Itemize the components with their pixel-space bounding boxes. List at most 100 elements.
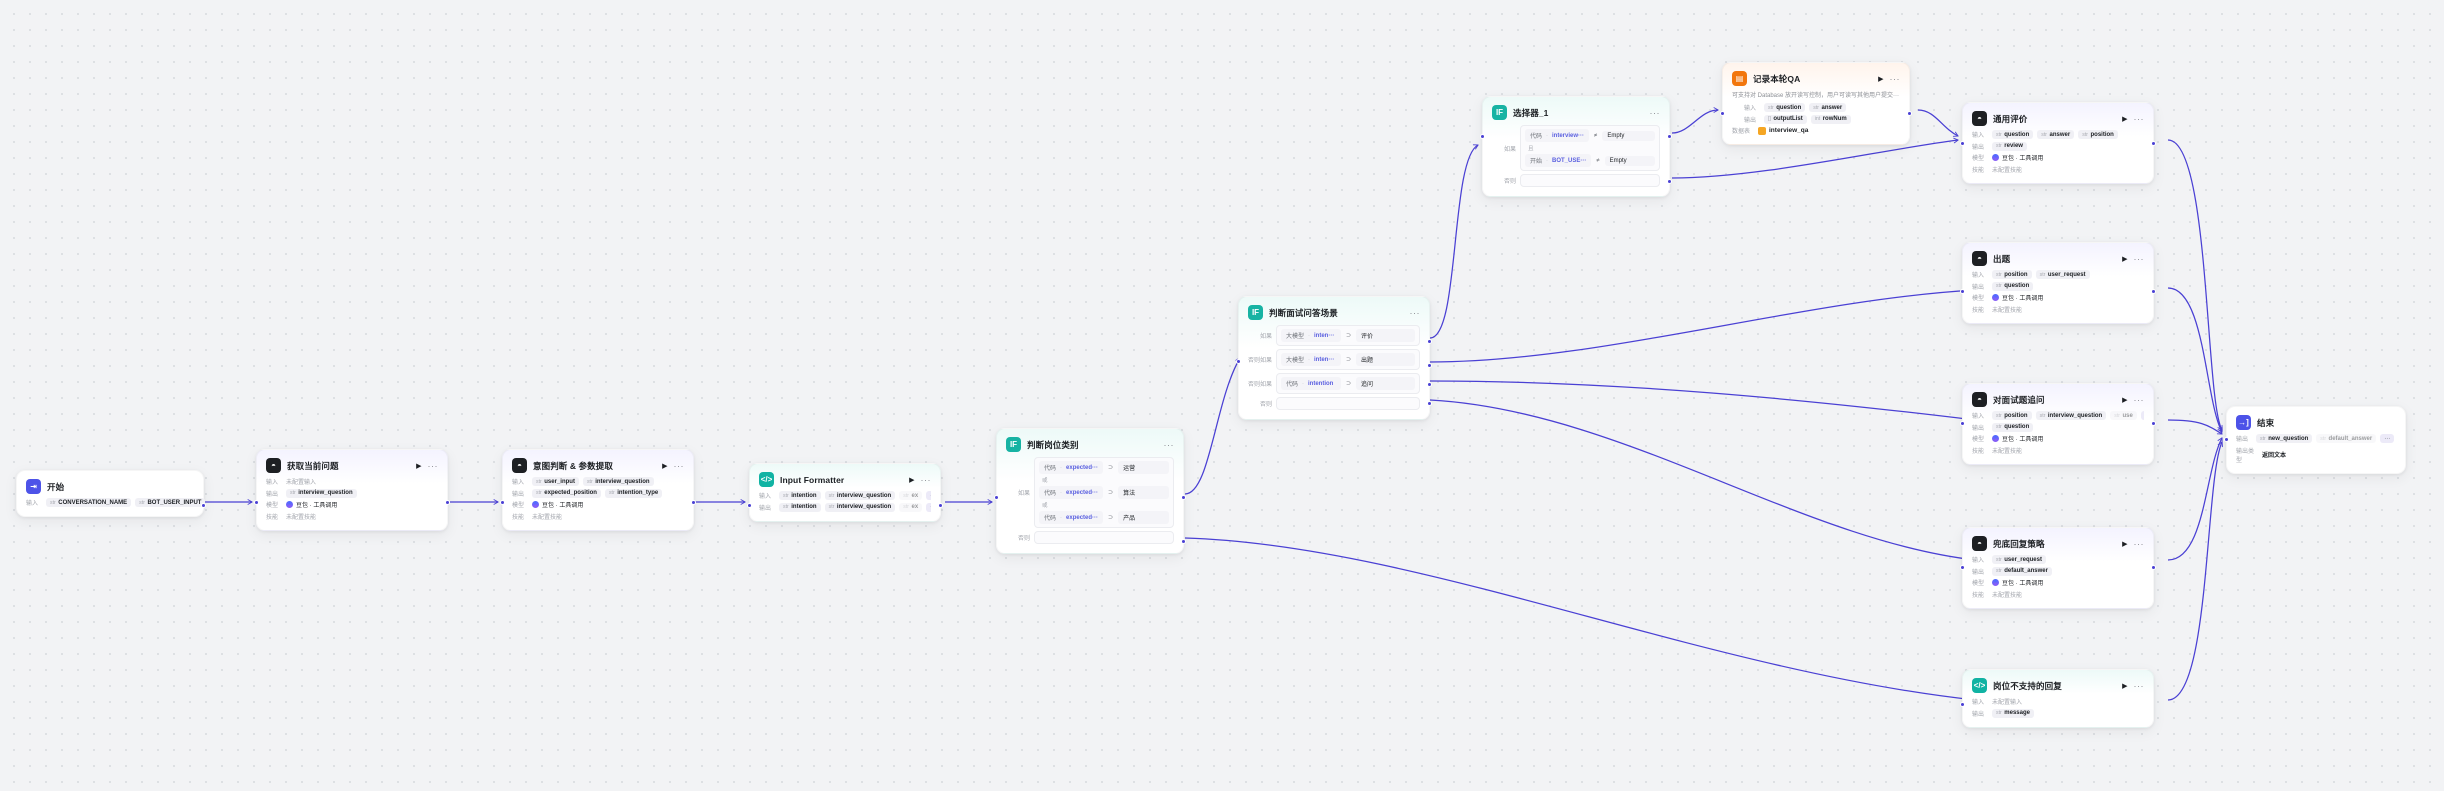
condition-box[interactable]: 代码·intention ⊃ 追问 [1276, 373, 1420, 394]
row-label: 输入 [266, 480, 279, 486]
output-port-true[interactable] [1181, 495, 1186, 500]
more-icon[interactable]: ··· [2133, 538, 2144, 549]
condition-box[interactable]: 大模型·inten··· ⊃ 评价 [1276, 325, 1420, 346]
run-icon[interactable]: ▶ [2122, 682, 2128, 690]
run-icon[interactable]: ▶ [2122, 115, 2128, 123]
output-port[interactable] [2151, 289, 2156, 294]
row-value: 未配置技能 [1992, 167, 2023, 174]
condition-expression[interactable]: 大模型·inten··· ⊃ 评价 [1281, 329, 1415, 342]
input-port[interactable] [1960, 421, 1965, 426]
condition-box-else[interactable] [1276, 397, 1420, 410]
run-icon[interactable]: ▶ [2122, 396, 2128, 404]
condition-box[interactable]: 代码·expected··· ⊃ 运营 或 代码·expected··· ⊃ 算… [1034, 457, 1174, 528]
run-icon[interactable]: ▶ [416, 462, 422, 470]
run-icon[interactable]: ▶ [909, 476, 915, 484]
overflow-chip[interactable]: ··· [926, 491, 931, 500]
input-port[interactable] [1960, 141, 1965, 146]
run-icon[interactable]: ▶ [1878, 75, 1884, 83]
output-port[interactable] [445, 500, 450, 505]
output-port[interactable] [938, 503, 943, 508]
more-icon[interactable]: ··· [673, 460, 684, 471]
overflow-chip[interactable]: ··· [2140, 411, 2144, 420]
node-record-round-qa[interactable]: ▤ 记录本轮QA ▶ ··· 可支持对 Database 放开读写控制，用户可读… [1720, 62, 1912, 145]
output-port[interactable] [1907, 111, 1912, 116]
condition-expression[interactable]: 开始·BOT_USE··· ≠ Empty [1525, 154, 1655, 167]
condition-box[interactable]: 大模型·inten··· ⊃ 出题 [1276, 349, 1420, 370]
expr-operator: ⊃ [1346, 357, 1352, 363]
output-port-1[interactable] [1427, 339, 1432, 344]
more-icon[interactable]: ··· [1649, 107, 1660, 118]
condition-expression[interactable]: 大模型·inten··· ⊃ 出题 [1281, 353, 1415, 366]
output-port[interactable] [2151, 421, 2156, 426]
input-port[interactable] [1720, 111, 1725, 116]
overflow-chip[interactable]: ··· [2380, 434, 2395, 443]
condition-box-else[interactable] [1034, 531, 1174, 544]
input-port[interactable] [500, 500, 505, 505]
node-header: </> Input Formatter ▶ ··· [759, 472, 931, 487]
expr-left: 代码·intention [1281, 377, 1341, 390]
model-icon [1992, 154, 1999, 161]
output-port-2[interactable] [1427, 363, 1432, 368]
more-icon[interactable]: ··· [427, 460, 438, 471]
input-port[interactable] [747, 503, 752, 508]
run-icon[interactable]: ▶ [2122, 255, 2128, 263]
condition-expression[interactable]: 代码·intention ⊃ 追问 [1281, 377, 1415, 390]
more-icon[interactable]: ··· [2133, 113, 2144, 124]
output-port-else[interactable] [1181, 539, 1186, 544]
condition-expression[interactable]: 代码·expected··· ⊃ 产品 [1039, 511, 1169, 524]
input-port[interactable] [1236, 359, 1241, 364]
node-judge-position-type[interactable]: IF 判断岗位类别 ··· 如果 代码·expected··· ⊃ 运营 或 代… [994, 428, 1186, 554]
input-port[interactable] [2224, 437, 2229, 442]
output-port-else[interactable] [1427, 401, 1432, 406]
input-port[interactable] [1960, 702, 1965, 707]
input-port[interactable] [254, 500, 259, 505]
node-title: 岗位不支持的回复 [1993, 680, 2062, 691]
io-tag: []outputList [1764, 114, 1807, 124]
run-icon[interactable]: ▶ [2122, 540, 2128, 548]
more-icon[interactable]: ··· [2133, 253, 2144, 264]
output-port[interactable] [201, 503, 206, 508]
output-port[interactable] [2151, 565, 2156, 570]
more-icon[interactable]: ··· [2133, 680, 2144, 691]
more-icon[interactable]: ··· [1409, 307, 1420, 318]
output-port[interactable] [691, 500, 696, 505]
condition-box[interactable]: 代码·interview··· ≠ Empty 且 开始·BOT_USE··· … [1520, 125, 1660, 171]
start-icon: ⇥ [26, 479, 41, 494]
output-port-3[interactable] [1427, 382, 1432, 387]
condition-expression[interactable]: 代码·expected··· ⊃ 算法 [1039, 486, 1169, 499]
node-selector-1[interactable]: IF 选择器_1 ··· 如果 代码·interview··· ≠ Empty … [1480, 96, 1672, 197]
input-port[interactable] [994, 495, 999, 500]
input-port[interactable] [1480, 134, 1485, 139]
condition-box-else[interactable] [1520, 174, 1660, 187]
output-port[interactable] [2151, 141, 2156, 146]
more-icon[interactable]: ··· [1163, 439, 1174, 450]
more-icon[interactable]: ··· [1889, 73, 1900, 84]
output-port-else[interactable] [1667, 179, 1672, 184]
input-port[interactable] [1960, 565, 1965, 570]
if-icon: IF [1248, 305, 1263, 320]
condition-expression[interactable]: 代码·interview··· ≠ Empty [1525, 129, 1655, 142]
output-port-true[interactable] [1667, 134, 1672, 139]
more-icon[interactable]: ··· [2133, 394, 2144, 405]
condition-expression[interactable]: 代码·expected··· ⊃ 运营 [1039, 461, 1169, 474]
expr-operator: ⊃ [1108, 515, 1114, 521]
input-port[interactable] [1960, 289, 1965, 294]
more-icon[interactable]: ··· [920, 474, 931, 485]
run-icon[interactable]: ▶ [662, 462, 668, 470]
overflow-chip[interactable]: ··· [926, 502, 931, 512]
node-judge-interview-qa-scene[interactable]: IF 判断面试问答场景 ··· 如果 大模型·inten··· ⊃ 评价 否则如… [1236, 296, 1432, 420]
